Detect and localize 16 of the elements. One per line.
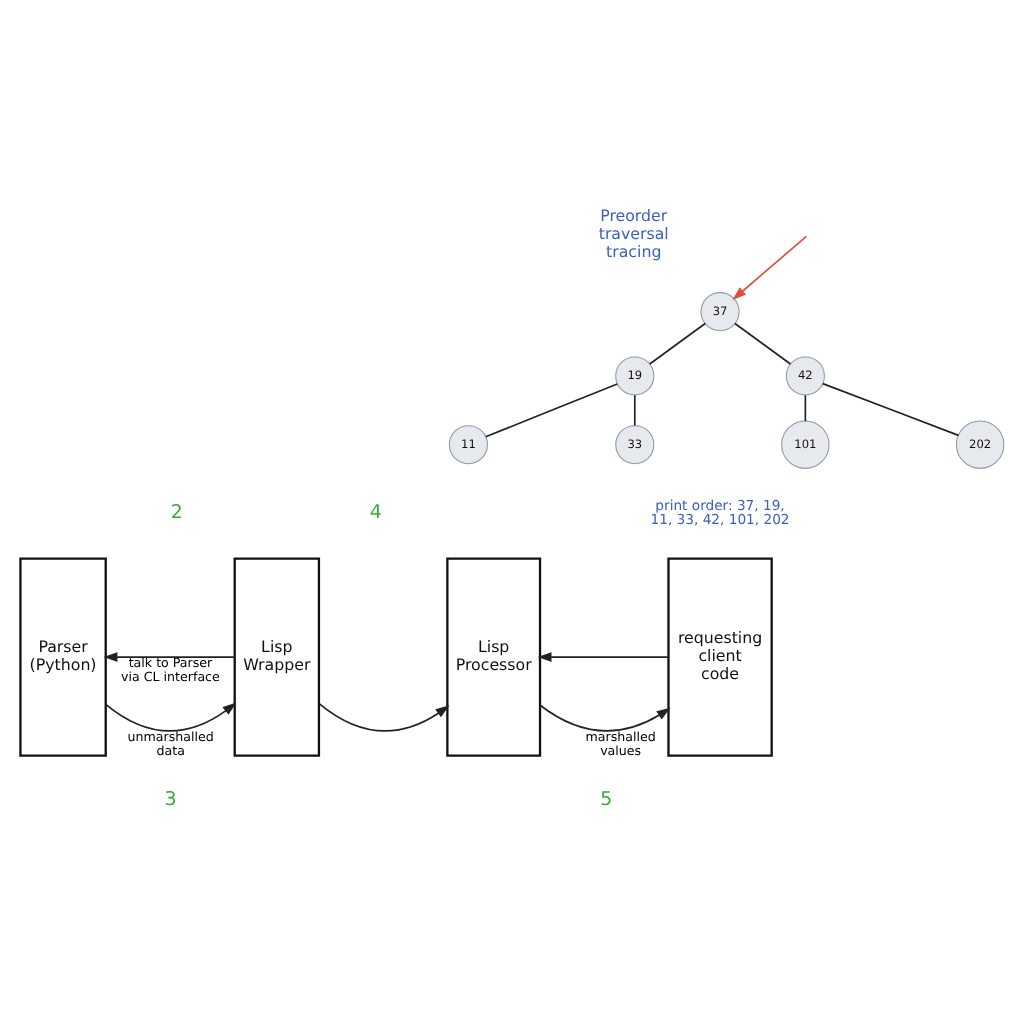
connector [734,322,792,365]
arrow [318,702,450,732]
arrow [732,235,808,300]
label: 4 [369,502,382,525]
connector [484,383,619,438]
arrow [105,702,237,732]
label: 2 [170,502,183,525]
connector [804,394,807,422]
connector [821,382,960,437]
connector [648,322,707,365]
label: 5 [600,789,613,812]
connector [633,394,636,427]
arrow [537,652,670,662]
label: 3 [164,789,177,812]
arrow [539,704,671,732]
arrow [103,652,236,662]
